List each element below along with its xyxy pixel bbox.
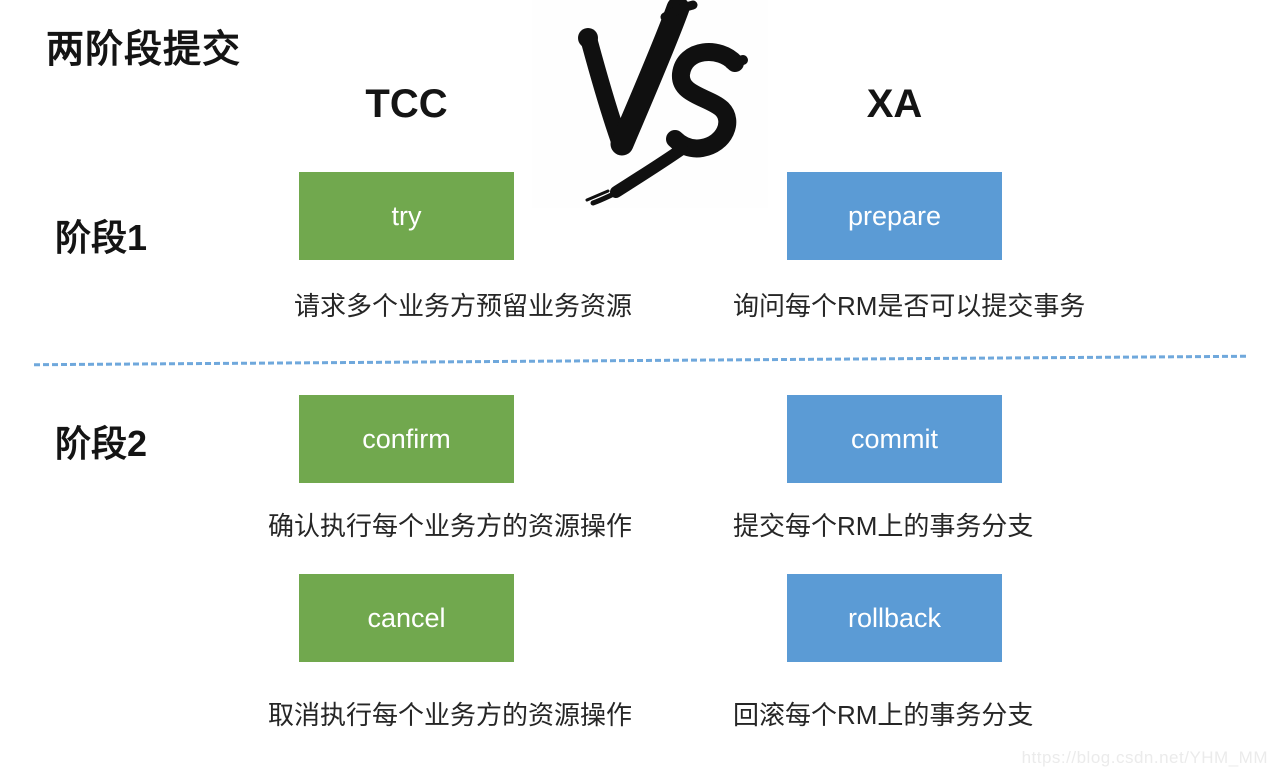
tcc-cancel-desc: 取消执行每个业务方的资源操作 [267, 700, 632, 730]
page-title: 两阶段提交 [46, 29, 242, 71]
tcc-phase1-desc: 请求多个业务方预留业务资源 [293, 291, 632, 321]
xa-commit-box: commit [787, 395, 1002, 483]
phase2-label: 阶段2 [55, 423, 148, 464]
phase-divider-dashed-line [34, 354, 1246, 367]
xa-column-header: XA [866, 82, 923, 126]
xa-rollback-box: rollback [787, 574, 1002, 662]
phase1-label: 阶段1 [55, 217, 148, 258]
tcc-confirm-desc: 确认执行每个业务方的资源操作 [267, 511, 632, 541]
xa-prepare-box: prepare [787, 172, 1002, 260]
watermark-url: https://blog.csdn.net/YHM_MM [1021, 748, 1268, 767]
xa-phase1-desc: 询问每个RM是否可以提交事务 [733, 291, 1086, 321]
tcc-confirm-box: confirm [299, 395, 514, 483]
tcc-try-box: try [299, 172, 514, 260]
xa-rollback-desc: 回滚每个RM上的事务分支 [733, 700, 1034, 730]
vs-image [532, 0, 768, 208]
xa-commit-desc: 提交每个RM上的事务分支 [733, 511, 1034, 541]
tcc-cancel-box: cancel [299, 574, 514, 662]
tcc-column-header: TCC [365, 82, 448, 126]
